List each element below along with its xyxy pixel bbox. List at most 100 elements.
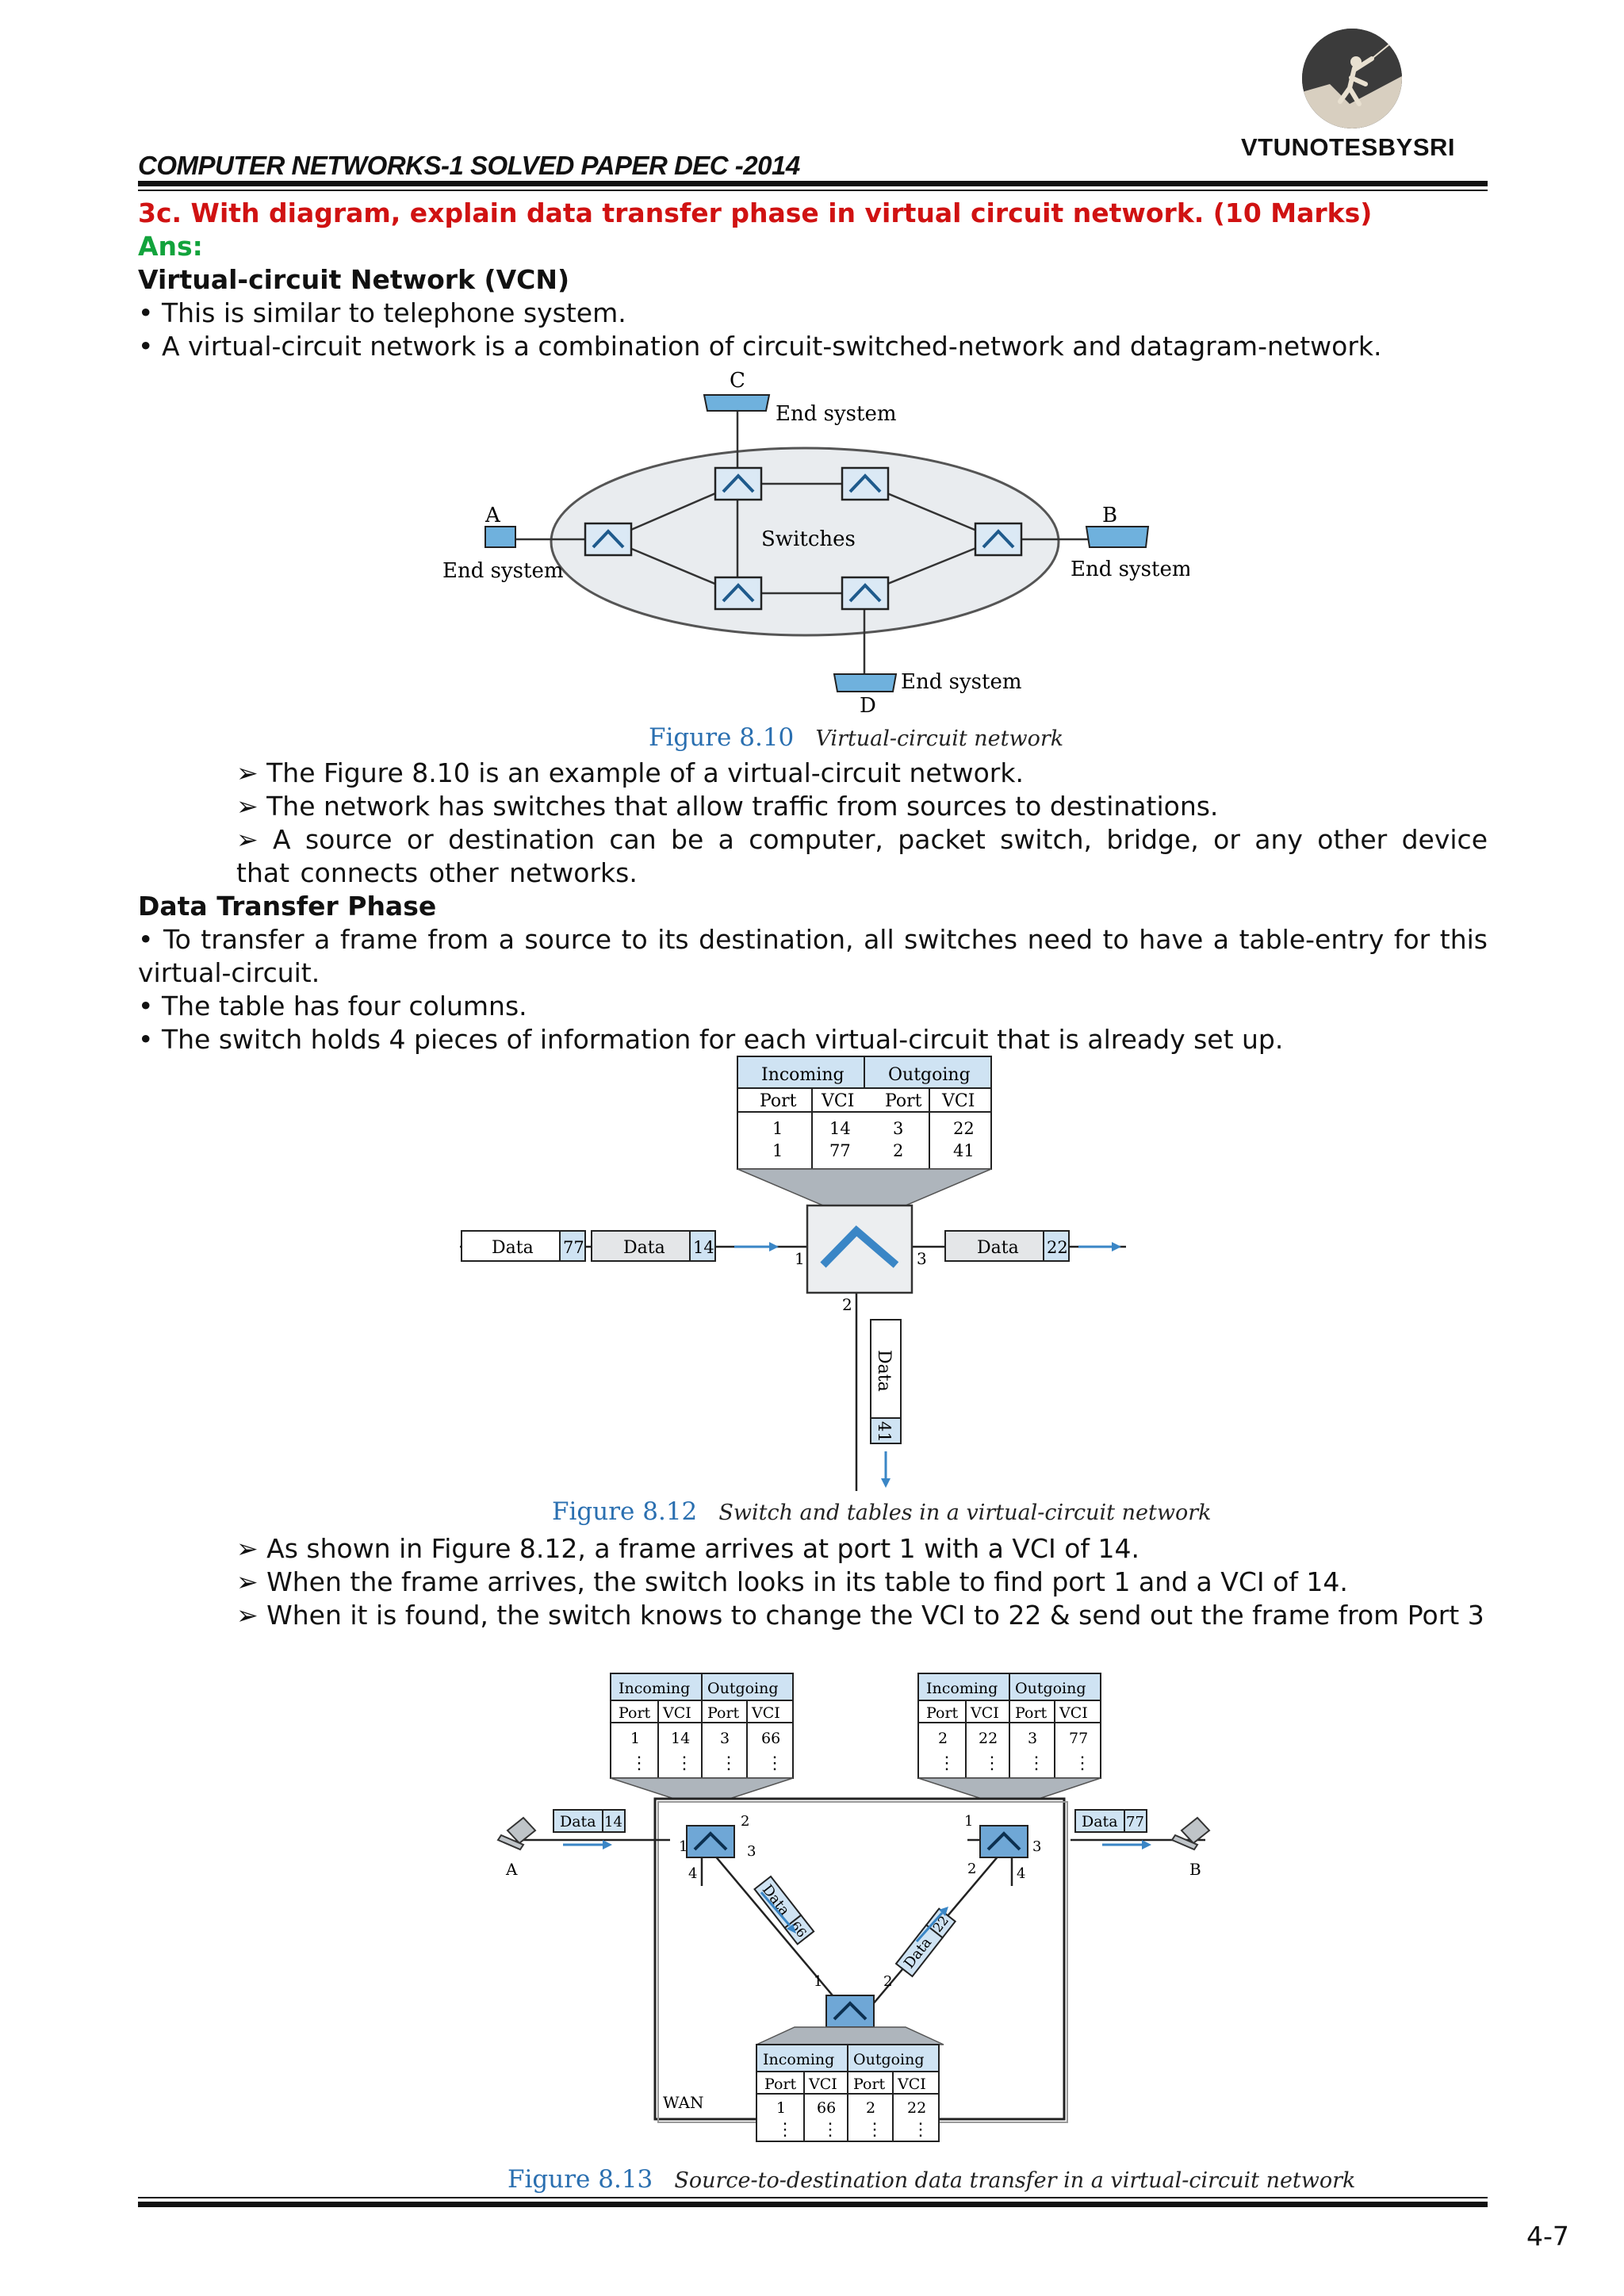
- switch-icon: [714, 466, 763, 501]
- end-system-a-icon: [485, 526, 516, 548]
- end-system-b: End system: [1071, 558, 1189, 581]
- switch-icon: [806, 1204, 914, 1294]
- table-cell: ⋮: [676, 1754, 693, 1773]
- outgoing-header: Outgoing: [1015, 1680, 1086, 1697]
- wan-label: WAN: [663, 2093, 704, 2112]
- port-label: 3: [917, 1249, 927, 1268]
- port-label: 2: [883, 1973, 892, 1990]
- incoming-header: Incoming: [761, 1065, 845, 1085]
- table-cell: 77: [829, 1141, 851, 1160]
- table-cell: 1: [772, 1119, 783, 1138]
- brand-logo: [1302, 29, 1402, 128]
- table-cell: 22: [907, 2099, 926, 2117]
- header-rule: [138, 181, 1488, 186]
- table-cell: 3: [720, 1730, 730, 1747]
- vci-header: VCI: [970, 1704, 999, 1722]
- table-cell: ⋮: [1028, 1754, 1045, 1773]
- fig10-point: ➢ The Figure 8.10 is an example of a vir…: [236, 757, 1024, 788]
- table-cell: ⋮: [912, 2120, 929, 2140]
- table-cell: 66: [817, 2099, 836, 2117]
- dtp-bullet: • The switch holds 4 pieces of informati…: [138, 1024, 1284, 1055]
- port-header: Port: [1015, 1704, 1048, 1722]
- switch-icon: [841, 466, 890, 501]
- fig10-point: ➢ The network has switches that allow tr…: [236, 791, 1219, 822]
- switch-icon: [974, 522, 1023, 557]
- port-label: 1: [964, 1813, 973, 1830]
- label-a: A: [505, 1860, 518, 1879]
- table-cell: 2: [893, 1141, 903, 1160]
- switch-icon: [825, 1995, 875, 2028]
- vci-header: VCI: [821, 1091, 854, 1111]
- table-cell: 2: [938, 1730, 948, 1747]
- frame-vci: 41: [875, 1421, 894, 1443]
- page-number: 4-7: [1526, 2221, 1569, 2252]
- fig12-point: ➢ When the frame arrives, the switch loo…: [236, 1566, 1348, 1597]
- incoming-header: Incoming: [926, 1680, 998, 1697]
- frame-data: Data: [623, 1238, 665, 1258]
- end-system-b-icon: [1085, 526, 1150, 548]
- table-cell: 3: [893, 1119, 903, 1138]
- caption-text: Source-to-destination data transfer in a…: [674, 2168, 1356, 2193]
- table-cell: 22: [979, 1730, 998, 1747]
- header-rule-thin: [138, 190, 1488, 191]
- port-label: 2: [741, 1813, 749, 1830]
- table-cell: 1: [776, 2099, 786, 2117]
- port-header: Port: [885, 1091, 922, 1111]
- port-header: Port: [707, 1704, 740, 1722]
- figure-8-13-caption: Figure 8.13 Source-to-destination data t…: [508, 2165, 1355, 2194]
- frame-data: Data: [977, 1238, 1019, 1258]
- footer-rule: [138, 2202, 1488, 2207]
- outgoing-header: Outgoing: [888, 1065, 971, 1085]
- end-system-d: End system: [901, 670, 1022, 694]
- figure-8-13: Incoming Outgoing Port VCI Port VCI 1 14…: [496, 1673, 1211, 2142]
- table-cell: ⋮: [1074, 1754, 1091, 1773]
- question-heading: 3c. With diagram, explain data transfer …: [138, 197, 1373, 228]
- dtp-bullet: • To transfer a frame from a source to i…: [138, 924, 1488, 988]
- port-label: 4: [1017, 1865, 1025, 1882]
- figure-8-10: C End system A End system B End system S…: [442, 369, 1189, 718]
- table-cell: 3: [1028, 1730, 1037, 1747]
- table-cell: 41: [953, 1141, 975, 1160]
- footer-rule-thin: [138, 2197, 1488, 2198]
- end-system-d-icon: [833, 673, 898, 692]
- caption-text: Switch and tables in a virtual-circuit n…: [718, 1501, 1212, 1525]
- vci-header: VCI: [941, 1091, 975, 1111]
- port-label: 1: [679, 1838, 688, 1855]
- table-cell: 14: [829, 1119, 851, 1138]
- end-system-c-icon: [703, 394, 771, 412]
- table-cell: ⋮: [938, 1754, 956, 1773]
- frame-vci: 14: [604, 1814, 622, 1830]
- table-cell: 1: [630, 1730, 640, 1747]
- brand-name: VTUNOTESBYSRI: [1241, 133, 1456, 161]
- vcn-bullet: • A virtual-circuit network is a combina…: [138, 331, 1382, 362]
- end-system-c: End system: [776, 402, 897, 426]
- table-cell: 14: [671, 1730, 690, 1747]
- frame-data: Data: [1082, 1813, 1118, 1830]
- port-label: 4: [688, 1865, 697, 1882]
- figure-8-10-caption: Figure 8.10 Virtual-circuit network: [649, 723, 1063, 752]
- vcn-heading: Virtual-circuit Network (VCN): [138, 264, 570, 295]
- switch-icon: [714, 576, 763, 611]
- caption-number: Figure 8.13: [508, 2165, 653, 2194]
- frame-data: Data: [874, 1350, 894, 1392]
- table-cell: ⋮: [766, 1754, 783, 1773]
- dtp-bullet: • The table has four columns.: [138, 991, 527, 1022]
- table-cell: ⋮: [822, 2120, 839, 2140]
- frame-data: Data: [560, 1813, 596, 1830]
- port-label: 2: [842, 1295, 852, 1314]
- laptop-a-icon: [496, 1816, 537, 1851]
- fig10-point: ➢ A source or destination can be a compu…: [236, 824, 1488, 888]
- incoming-header: Incoming: [763, 2051, 834, 2068]
- table-cell: 1: [772, 1141, 783, 1160]
- vci-header: VCI: [1059, 1704, 1088, 1722]
- switch-icon: [841, 576, 890, 611]
- frame-data: Data: [492, 1238, 534, 1258]
- incoming-header: Incoming: [619, 1680, 690, 1697]
- outgoing-header: Outgoing: [853, 2051, 925, 2068]
- port-header: Port: [926, 1704, 959, 1722]
- label-d: D: [860, 694, 876, 718]
- table-cell: 77: [1069, 1730, 1088, 1747]
- port-header: Port: [853, 2076, 886, 2093]
- port-header: Port: [619, 1704, 651, 1722]
- label-b: B: [1189, 1860, 1201, 1879]
